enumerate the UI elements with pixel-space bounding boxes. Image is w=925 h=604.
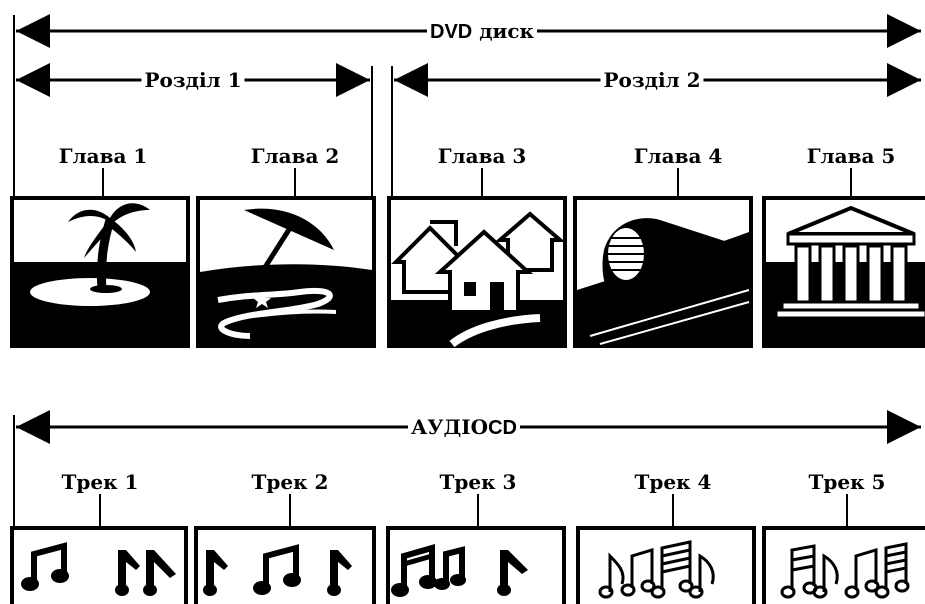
track1-notes (21, 542, 176, 596)
chapter4-image (573, 196, 753, 348)
track5-label: Трек 5 (808, 470, 886, 494)
track2-notes (203, 544, 352, 596)
chapter2-image (196, 196, 376, 348)
track3-label: Трек 3 (439, 470, 517, 494)
chapter2-label: Глава 2 (250, 144, 340, 168)
track4-label: Трек 4 (634, 470, 712, 494)
chapter-ticks (102, 168, 852, 200)
title2-label: Розділ 2 (600, 68, 704, 92)
chapter5-image (762, 196, 925, 348)
dvd-word: диск (479, 19, 534, 43)
audio-word: АУДІО (411, 415, 489, 439)
chapter1-image (10, 196, 190, 348)
chapter3-image (387, 196, 567, 348)
track-ticks (99, 494, 848, 528)
chapter4-label: Глава 4 (633, 144, 723, 168)
chapter3-label: Глава 3 (437, 144, 527, 168)
track3-notes (391, 544, 528, 597)
track5-notes (780, 542, 910, 599)
track2-label: Трек 2 (251, 470, 329, 494)
dvd-brand: DVD (430, 21, 473, 43)
track4-notes (598, 540, 715, 599)
cd-brand: CD (488, 417, 517, 439)
dvd-disc-label: DVD диск (427, 19, 537, 44)
track1-label: Трек 1 (61, 470, 139, 494)
chapter1-label: Глава 1 (58, 144, 148, 168)
audio-cd-label: АУДІОCD (408, 415, 520, 440)
title1-label: Розділ 1 (141, 68, 245, 92)
chapter5-label: Глава 5 (806, 144, 896, 168)
